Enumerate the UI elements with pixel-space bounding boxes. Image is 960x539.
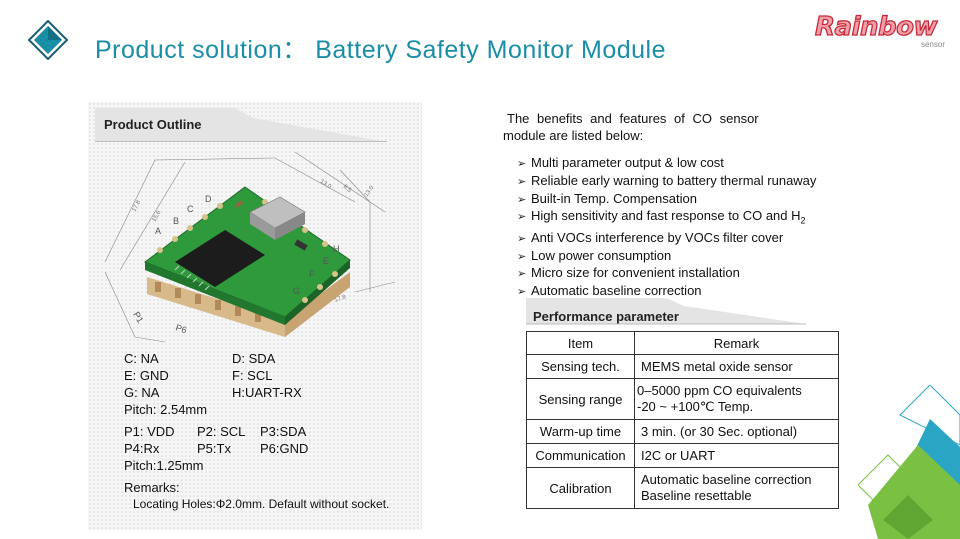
pin-letter: E xyxy=(323,256,329,266)
list-item: ➢Automatic baseline correction xyxy=(517,283,816,301)
arrow-icon: ➢ xyxy=(517,232,527,245)
performance-label: Performance parameter xyxy=(533,309,679,324)
pin-letter: A xyxy=(155,226,161,236)
logo-subtitle: sensor xyxy=(920,40,945,49)
benefits-list: ➢Multi parameter output & low cost ➢Reli… xyxy=(517,155,816,301)
pin-letter: D xyxy=(205,194,212,204)
pin-letter: F xyxy=(309,269,315,279)
table-row: Sensing range 0–5000 ppm CO equivalents-… xyxy=(526,378,839,420)
section-tab-shape xyxy=(526,298,806,325)
remarks-text: Locating Holes:Φ2.0mm. Default without s… xyxy=(133,497,390,511)
dim-label: 13.0 xyxy=(364,185,376,199)
list-item: ➢Reliable early warning to battery therm… xyxy=(517,173,816,191)
dim-label: 17.8 xyxy=(131,199,142,213)
list-item: ➢Micro size for convenient installation xyxy=(517,265,816,283)
table-header-row: Item Remark xyxy=(526,331,839,355)
pin-letter: B xyxy=(173,216,179,226)
pin-letter: H xyxy=(333,244,340,254)
table-row: Communication I2C or UART xyxy=(526,443,839,468)
dim-label: 13.0 xyxy=(319,179,333,191)
list-item: ➢Built-in Temp. Compensation xyxy=(517,191,816,209)
product-outline-label: Product Outline xyxy=(104,117,202,132)
pin-letter: G xyxy=(293,286,300,296)
page-title: Product solution： Battery Safety Monitor… xyxy=(95,36,666,64)
performance-table: Item Remark Sensing tech. MEMS metal oxi… xyxy=(526,331,839,509)
pitch-text: Pitch: 2.54mm xyxy=(124,402,208,417)
arrow-icon: ➢ xyxy=(517,158,527,170)
dim-label: 8.5 xyxy=(342,184,353,194)
logo-text: Rainbow xyxy=(814,11,938,42)
module-drawing: 17.8 15.6 13.0 8.5 13.0 17.8 A B C xyxy=(104,151,396,343)
arrow-icon: ➢ xyxy=(517,250,527,263)
column-header: Remark xyxy=(634,331,839,355)
list-item: ➢High sensitivity and fast response to C… xyxy=(517,208,806,226)
list-item: ➢Low power consumption xyxy=(517,248,816,266)
pin-label: P1 xyxy=(131,310,145,325)
arrow-icon: ➢ xyxy=(517,286,527,299)
corner-decoration xyxy=(858,385,960,539)
pin-letter: C xyxy=(187,204,194,214)
title-diamond-icon xyxy=(28,20,68,60)
dim-label: 15.6 xyxy=(152,209,163,223)
rainbow-logo: Rainbow sensor xyxy=(814,11,945,52)
remarks-title: Remarks: xyxy=(124,480,180,495)
intro-text: The benefits and features of CO sensor m… xyxy=(503,111,759,143)
table-row: Sensing tech. MEMS metal oxide sensor xyxy=(526,354,839,379)
table-row: Calibration Automatic baseline correctio… xyxy=(526,467,839,509)
list-item: ➢Multi parameter output & low cost xyxy=(517,155,816,173)
pin-label: P6 xyxy=(174,322,188,335)
list-item: ➢Anti VOCs interference by VOCs filter c… xyxy=(517,230,816,248)
table-row: Warm-up time 3 min. (or 30 Sec. optional… xyxy=(526,419,839,444)
arrow-icon: ➢ xyxy=(517,268,527,281)
arrow-icon: ➢ xyxy=(517,175,527,188)
arrow-icon: ➢ xyxy=(517,193,527,206)
section-tab-shape xyxy=(95,108,387,142)
pitch-text: Pitch:1.25mm xyxy=(124,458,204,473)
dim-label: 17.8 xyxy=(334,294,348,304)
arrow-icon: ➢ xyxy=(517,211,527,224)
column-header: Item xyxy=(526,331,635,355)
